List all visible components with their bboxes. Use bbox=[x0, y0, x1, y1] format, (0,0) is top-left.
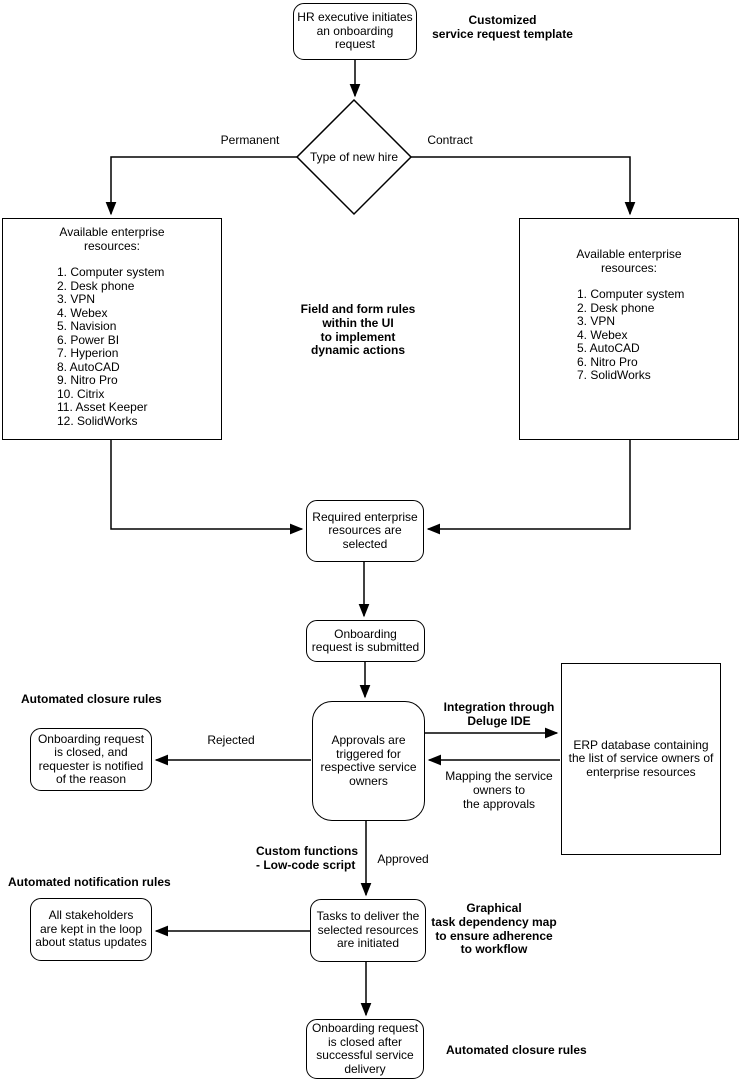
edge-decision-to-left-resources bbox=[105, 156, 297, 216]
decision-diamond bbox=[295, 98, 413, 216]
node-closed-rejected: Onboarding request is closed, and reques… bbox=[30, 728, 152, 791]
resource-item: 2. Desk phone bbox=[57, 278, 135, 293]
resource-item: 6. Power BI bbox=[57, 332, 120, 347]
annotation-integration-deluge: Integration through Deluge IDE bbox=[443, 700, 555, 728]
annotation-closure-rules-bottom: Automated closure rules bbox=[446, 1043, 587, 1057]
annotation-field-form-rules: Field and form rules within the UI to im… bbox=[300, 302, 416, 358]
node-start: HR executive initiates an onboarding req… bbox=[293, 3, 417, 60]
resource-item: 12. SolidWorks bbox=[57, 413, 138, 428]
resource-item: 3. VPN bbox=[57, 292, 96, 306]
resource-item: 4. Webex bbox=[577, 327, 628, 342]
resource-item: 9. Nitro Pro bbox=[57, 373, 118, 387]
annotation-closure-rules-left: Automated closure rules bbox=[21, 692, 162, 706]
resource-item: 6. Nitro Pro bbox=[577, 354, 638, 369]
resource-item: 7. Hyperion bbox=[57, 346, 119, 360]
edge-right-resources-to-required bbox=[426, 440, 631, 535]
resource-item: 5. AutoCAD bbox=[577, 341, 640, 355]
resource-item: 4. Webex bbox=[57, 305, 108, 320]
edge-left-resources-to-required bbox=[110, 440, 304, 535]
node-required-resources: Required enterprise resources are select… bbox=[306, 500, 424, 562]
resource-item: 8. AutoCAD bbox=[57, 359, 120, 374]
node-request-submitted: Onboarding request is submitted bbox=[306, 620, 425, 662]
node-right-resources: Available enterprise resources: 1. Compu… bbox=[519, 218, 739, 440]
annotation-notification-rules: Automated notification rules bbox=[8, 875, 171, 889]
node-erp-database: ERP database containing the list of serv… bbox=[561, 663, 721, 855]
resource-item: 5. Navision bbox=[57, 319, 117, 333]
node-closed-success: Onboarding request is closed after succe… bbox=[306, 1019, 424, 1079]
resource-item: 10. Citrix bbox=[57, 386, 105, 401]
resource-item: 1. Computer system bbox=[57, 265, 165, 279]
edge-label-approved: Approved bbox=[377, 852, 429, 866]
resource-item: 1. Computer system bbox=[577, 287, 685, 301]
resource-item: 3. VPN bbox=[577, 314, 616, 328]
edge-decision-to-right-resources bbox=[411, 156, 636, 216]
left-resources-title: Available enterprise resources: bbox=[59, 225, 165, 253]
annotation-custom-functions: Custom functions - Low-code script bbox=[256, 844, 358, 872]
node-decision-label: Type of new hire bbox=[309, 150, 399, 164]
edge-label-contract: Contract bbox=[427, 133, 473, 147]
resource-item: 2. Desk phone bbox=[577, 300, 655, 315]
edge-label-rejected: Rejected bbox=[207, 733, 255, 747]
node-tasks-initiated: Tasks to deliver the selected resources … bbox=[310, 899, 426, 962]
right-resources-title: Available enterprise resources: bbox=[576, 247, 682, 275]
resource-item: 11. Asset Keeper bbox=[57, 400, 148, 414]
resource-item: 7. SolidWorks bbox=[577, 368, 651, 382]
annotation-customized-template: Customized service request template bbox=[432, 13, 573, 41]
node-approvals: Approvals are triggered for respective s… bbox=[312, 701, 425, 821]
node-stakeholders-notified: All stakeholders are kept in the loop ab… bbox=[30, 898, 152, 961]
annotation-mapping-service-owners: Mapping the service owners to the approv… bbox=[445, 769, 553, 811]
node-left-resources: Available enterprise resources: 1. Compu… bbox=[2, 218, 222, 440]
edge-label-permanent: Permanent bbox=[220, 133, 280, 147]
annotation-graphical-task-map: Graphical task dependency map to ensure … bbox=[431, 901, 557, 957]
